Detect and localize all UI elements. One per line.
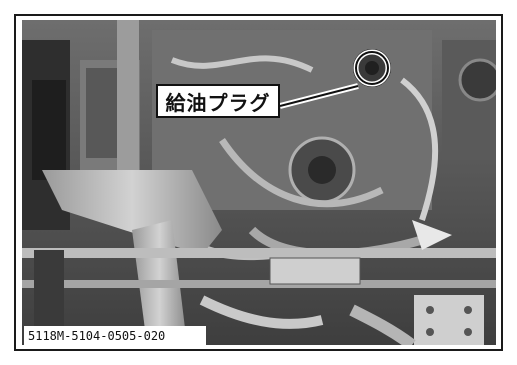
- oil-filler-plug-label: 給油プラグ: [156, 84, 280, 118]
- figure-code: 5118M-5104-0505-020: [24, 326, 206, 345]
- engine-photo: [22, 20, 496, 345]
